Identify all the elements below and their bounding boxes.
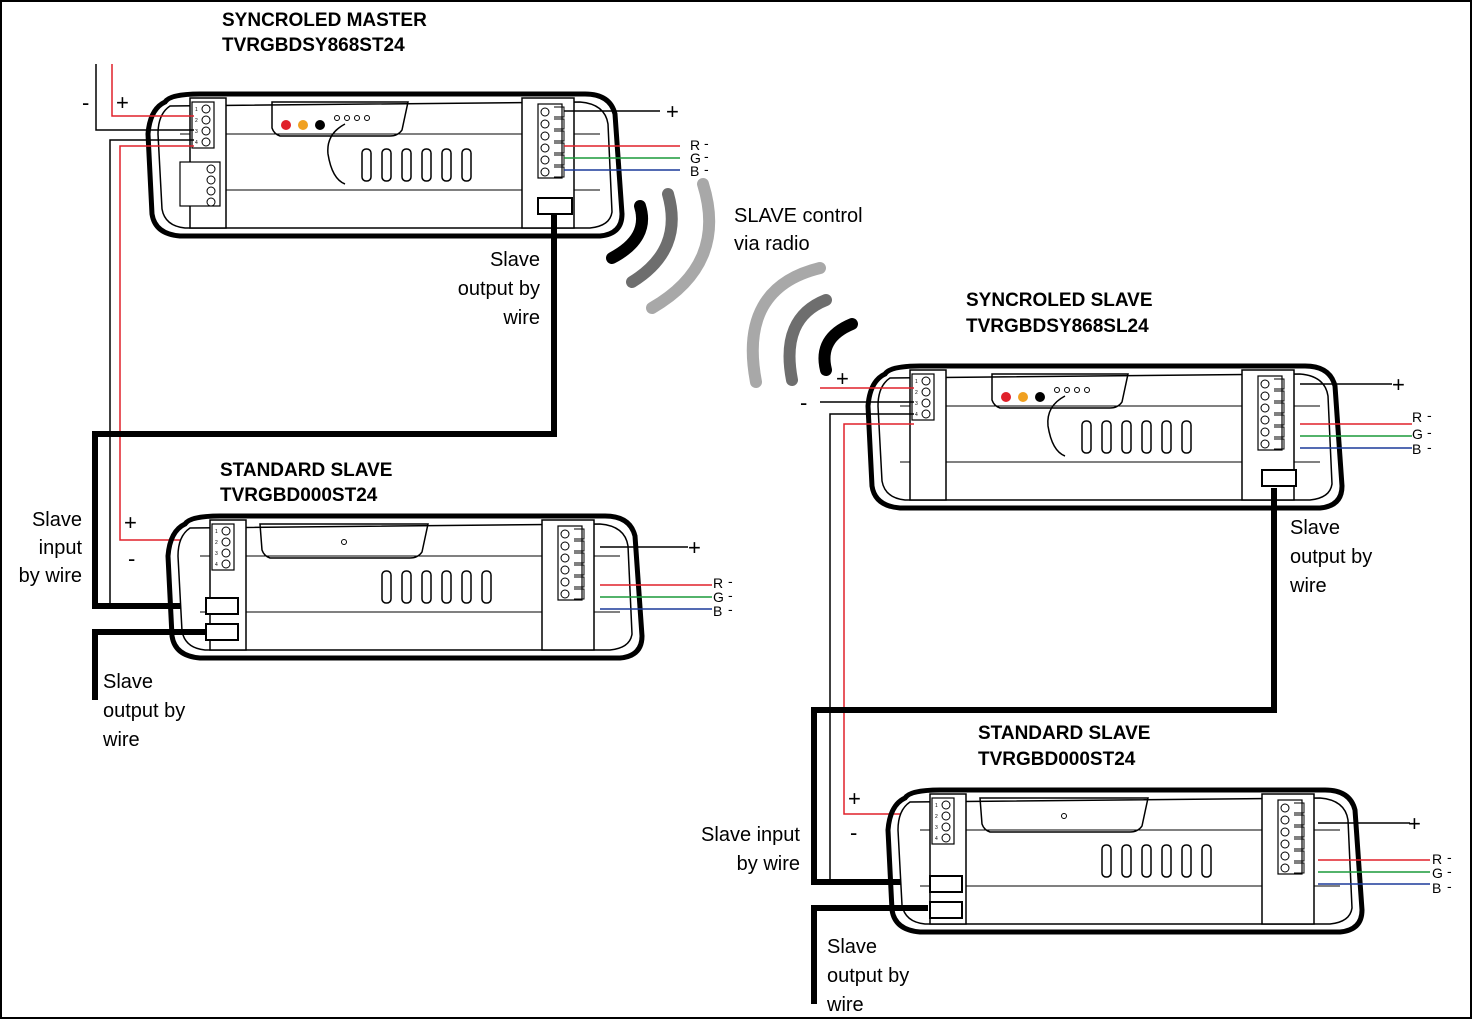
master-output-plus: + <box>666 99 679 124</box>
std-slave-left-output-r-minus: - <box>728 573 733 589</box>
syncro-slave-title-line2: TVRGBDSY868SL24 <box>966 316 1149 337</box>
master-slave-output-label-2: output by <box>458 278 540 300</box>
std-slave-left-title-line1: STANDARD SLAVE <box>220 460 392 481</box>
standard-slave-right-wiring <box>811 822 1430 1004</box>
std-slave-left-title-line2: TVRGBD000ST24 <box>220 485 378 506</box>
std-slave-left-output-label-2: output by <box>103 700 185 722</box>
std-slave-left-output-label-1: Slave <box>103 671 153 693</box>
std-slave-right-output-b: B <box>1432 880 1441 896</box>
radio-wave-slave-mid <box>783 294 832 386</box>
std-slave-left-output-b: B <box>713 603 722 619</box>
standard-slave-left-wiring <box>92 546 712 700</box>
std-slave-left-output-label-3: wire <box>102 729 140 751</box>
std-slave-right-input-plus: + <box>848 786 861 811</box>
master-slave-output-label-1: Slave <box>490 249 540 271</box>
syncroled-slave-controller <box>868 366 1342 508</box>
standard-slave-left-controller <box>168 516 642 658</box>
master-output-b-minus: - <box>704 161 709 177</box>
std-slave-right-output-r-minus: - <box>1447 849 1452 865</box>
master-title-line2: TVRGBDSY868ST24 <box>222 35 405 56</box>
std-slave-left-input-label-2: input <box>39 537 83 559</box>
syncro-slave-input-plus: + <box>836 366 849 391</box>
radio-waves <box>606 178 858 388</box>
syncro-slave-input-minus: - <box>800 390 807 415</box>
syncro-slave-output-g: G <box>1412 426 1423 442</box>
master-title-line1: SYNCROLED MASTER <box>222 10 427 31</box>
std-slave-right-output-b-minus: - <box>1447 878 1452 894</box>
std-slave-left-output-plus: + <box>688 535 701 560</box>
std-slave-right-input-label-2: by wire <box>737 853 800 875</box>
syncro-slave-output-g-minus: - <box>1427 424 1432 440</box>
std-slave-right-output-label-3: wire <box>826 994 864 1016</box>
std-slave-right-output-g-minus: - <box>1447 863 1452 879</box>
syncro-slave-output-label-3: wire <box>1289 575 1327 597</box>
std-slave-right-output-label-2: output by <box>827 965 909 987</box>
std-slave-right-output-r: R <box>1432 851 1442 867</box>
master-wiring <box>92 64 680 609</box>
syncro-slave-output-label-2: output by <box>1290 546 1372 568</box>
std-slave-right-output-label-1: Slave <box>827 936 877 958</box>
syncro-slave-output-b: B <box>1412 441 1421 457</box>
std-slave-left-output-b-minus: - <box>728 601 733 617</box>
std-slave-left-output-g: G <box>713 589 724 605</box>
master-controller <box>148 94 622 236</box>
syncro-slave-output-b-minus: - <box>1427 439 1432 455</box>
master-output-b: B <box>690 163 699 179</box>
syncro-slave-output-plus: + <box>1392 372 1405 397</box>
master-input-minus: - <box>82 90 89 115</box>
std-slave-right-input-label-1: Slave input <box>701 824 800 846</box>
standard-slave-right-controller <box>888 790 1362 932</box>
std-slave-right-title-line2: TVRGBD000ST24 <box>978 749 1136 770</box>
radio-wave-slave-outer <box>746 262 826 388</box>
std-slave-right-output-g: G <box>1432 865 1443 881</box>
std-slave-left-input-plus: + <box>124 510 137 535</box>
std-slave-right-input-minus: - <box>850 820 857 845</box>
std-slave-left-input-minus: - <box>128 546 135 571</box>
std-slave-left-output-g-minus: - <box>728 587 733 603</box>
radio-label-line1: SLAVE control <box>734 205 863 227</box>
std-slave-right-output-plus: + <box>1408 811 1421 836</box>
syncro-slave-output-r-minus: - <box>1427 407 1432 423</box>
master-output-g: G <box>690 150 701 166</box>
std-slave-left-input-label-1: Slave <box>32 509 82 531</box>
radio-label-line2: via radio <box>734 233 810 255</box>
master-slave-output-label-3: wire <box>502 307 540 329</box>
radio-wave-master-inner <box>606 200 649 264</box>
radio-wave-master-outer <box>646 178 716 314</box>
master-output-g-minus: - <box>704 148 709 164</box>
syncro-slave-output-r: R <box>1412 409 1422 425</box>
master-output-r: R <box>690 137 700 153</box>
syncro-slave-output-label-1: Slave <box>1290 517 1340 539</box>
std-slave-right-title-line1: STANDARD SLAVE <box>978 723 1150 744</box>
radio-wave-slave-inner <box>818 318 858 376</box>
syncro-slave-title-line1: SYNCROLED SLAVE <box>966 290 1153 311</box>
std-slave-left-input-label-3: by wire <box>19 565 82 587</box>
radio-wave-master-mid <box>626 188 678 288</box>
master-output-r-minus: - <box>704 135 709 151</box>
std-slave-left-output-r: R <box>713 575 723 591</box>
master-input-plus: + <box>116 90 129 115</box>
